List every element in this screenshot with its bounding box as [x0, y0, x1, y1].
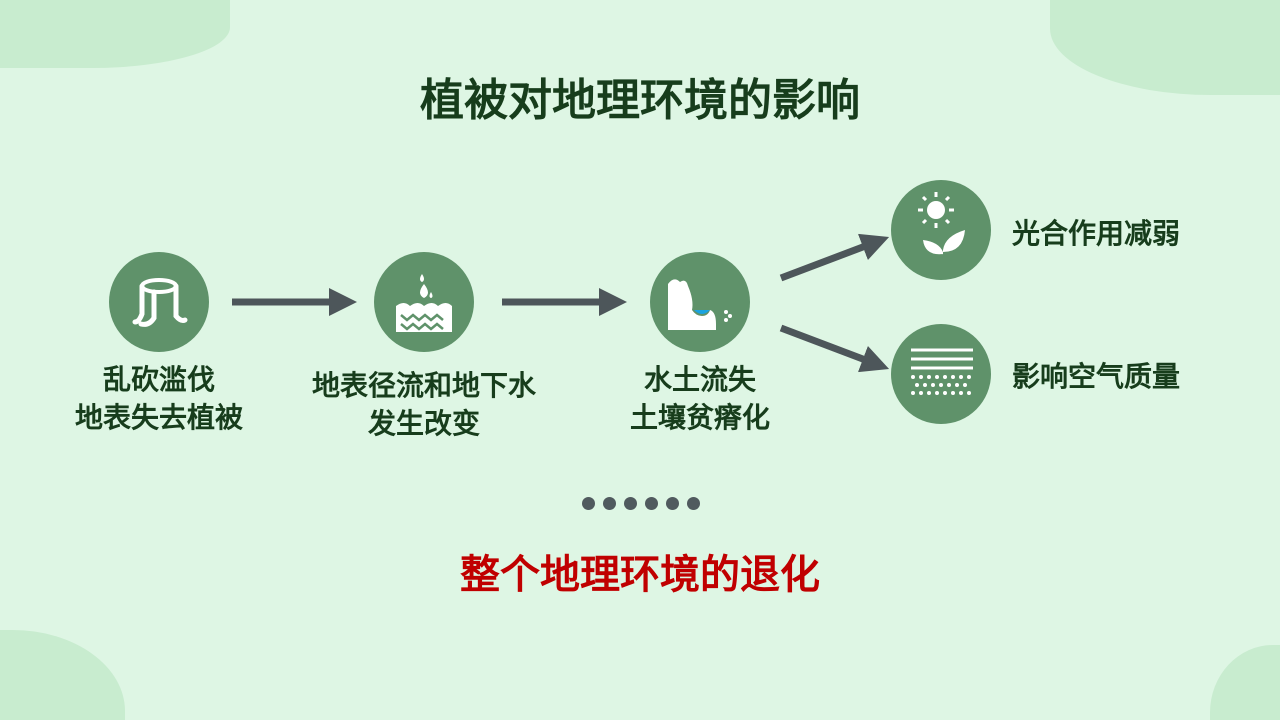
step-label: 乱砍滥伐地表失去植被: [75, 361, 243, 437]
soil-water-icon: [374, 252, 474, 352]
arrow: [779, 324, 890, 373]
outcome-label: 光合作用减弱: [1012, 217, 1181, 250]
ellipsis-dot: [582, 497, 595, 510]
ellipsis-dot: [687, 497, 700, 510]
step-line: 乱砍滥伐: [102, 363, 216, 396]
ellipsis-dot: [624, 497, 637, 510]
page-title: 植被对地理环境的影响: [420, 75, 860, 126]
step-line: 地表失去植被: [74, 401, 244, 434]
ellipsis-dot: [603, 497, 616, 510]
arrow: [779, 233, 890, 282]
ellipsis-dot: [645, 497, 658, 510]
step-line: 地表径流和地下水: [311, 369, 537, 402]
conclusion: 整个地理环境的退化: [460, 552, 820, 598]
ellipsis-dot: [666, 497, 679, 510]
step-line: 土壤贫瘠化: [629, 401, 771, 434]
step-label: 地表径流和地下水发生改变: [312, 367, 536, 443]
tree-stump-icon: [109, 252, 209, 352]
air-quality-icon: [891, 324, 991, 424]
step-line: 发生改变: [367, 407, 481, 440]
outcome-label: 影响空气质量: [1012, 360, 1181, 393]
erosion-icon: [650, 252, 750, 352]
step-line: 水土流失: [643, 363, 757, 396]
plant-sun-icon: [891, 180, 991, 280]
step-label: 水土流失土壤贫瘠化: [630, 361, 770, 437]
